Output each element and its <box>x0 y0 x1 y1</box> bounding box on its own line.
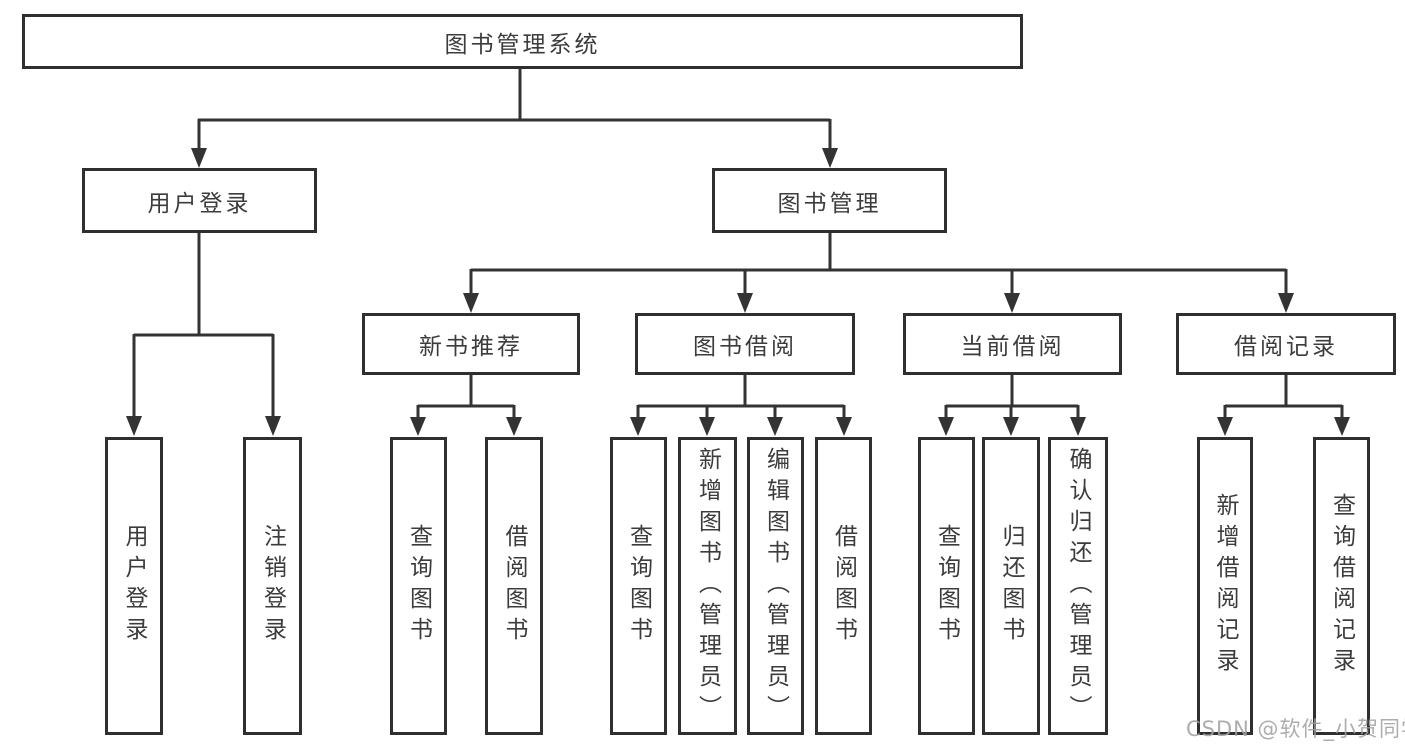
node-book-borrow: 图书借阅 <box>635 313 855 375</box>
connector-new-book-recommend-to-leaves <box>410 375 522 436</box>
connector-user-login-to-leaves <box>126 233 281 436</box>
node-book-management: 图书管理 <box>712 168 947 233</box>
node-root-library-management-system: 图书管理系统 <box>22 14 1023 69</box>
leaf-query-books-borrow: 查询图书 <box>610 437 667 735</box>
node-new-book-recommend: 新书推荐 <box>362 313 580 375</box>
leaf-borrow-book: 借阅图书 <box>815 437 872 735</box>
connector-root-to-level2 <box>191 69 838 168</box>
csdn-watermark: CSDN @软件_小贺同学 <box>1186 717 1405 741</box>
leaf-confirm-return-admin: 确认归还（管理员） <box>1048 437 1108 735</box>
leaf-edit-book-admin: 编辑图书（管理员） <box>747 437 804 735</box>
node-borrow-records: 借阅记录 <box>1176 313 1396 375</box>
node-user-login: 用户登录 <box>82 168 317 233</box>
leaf-borrow-book-recommend: 借阅图书 <box>485 437 543 735</box>
leaf-add-book-admin: 新增图书（管理员） <box>678 437 737 735</box>
leaf-query-books-recommend: 查询图书 <box>390 437 447 735</box>
connector-current-borrow-to-leaves <box>938 375 1086 436</box>
connector-book-borrow-to-leaves <box>630 375 852 436</box>
connector-book-management-to-level3 <box>463 233 1294 313</box>
connector-borrow-records-to-leaves <box>1217 375 1350 436</box>
leaf-return-book: 归还图书 <box>982 437 1040 735</box>
leaf-query-borrow-record: 查询借阅记录 <box>1313 437 1370 735</box>
leaf-logout: 注销登录 <box>243 437 302 735</box>
leaf-query-books-current: 查询图书 <box>918 437 975 735</box>
leaf-add-borrow-record: 新增借阅记录 <box>1197 437 1253 735</box>
node-current-borrow: 当前借阅 <box>903 313 1122 375</box>
leaf-user-login: 用户登录 <box>105 437 163 735</box>
